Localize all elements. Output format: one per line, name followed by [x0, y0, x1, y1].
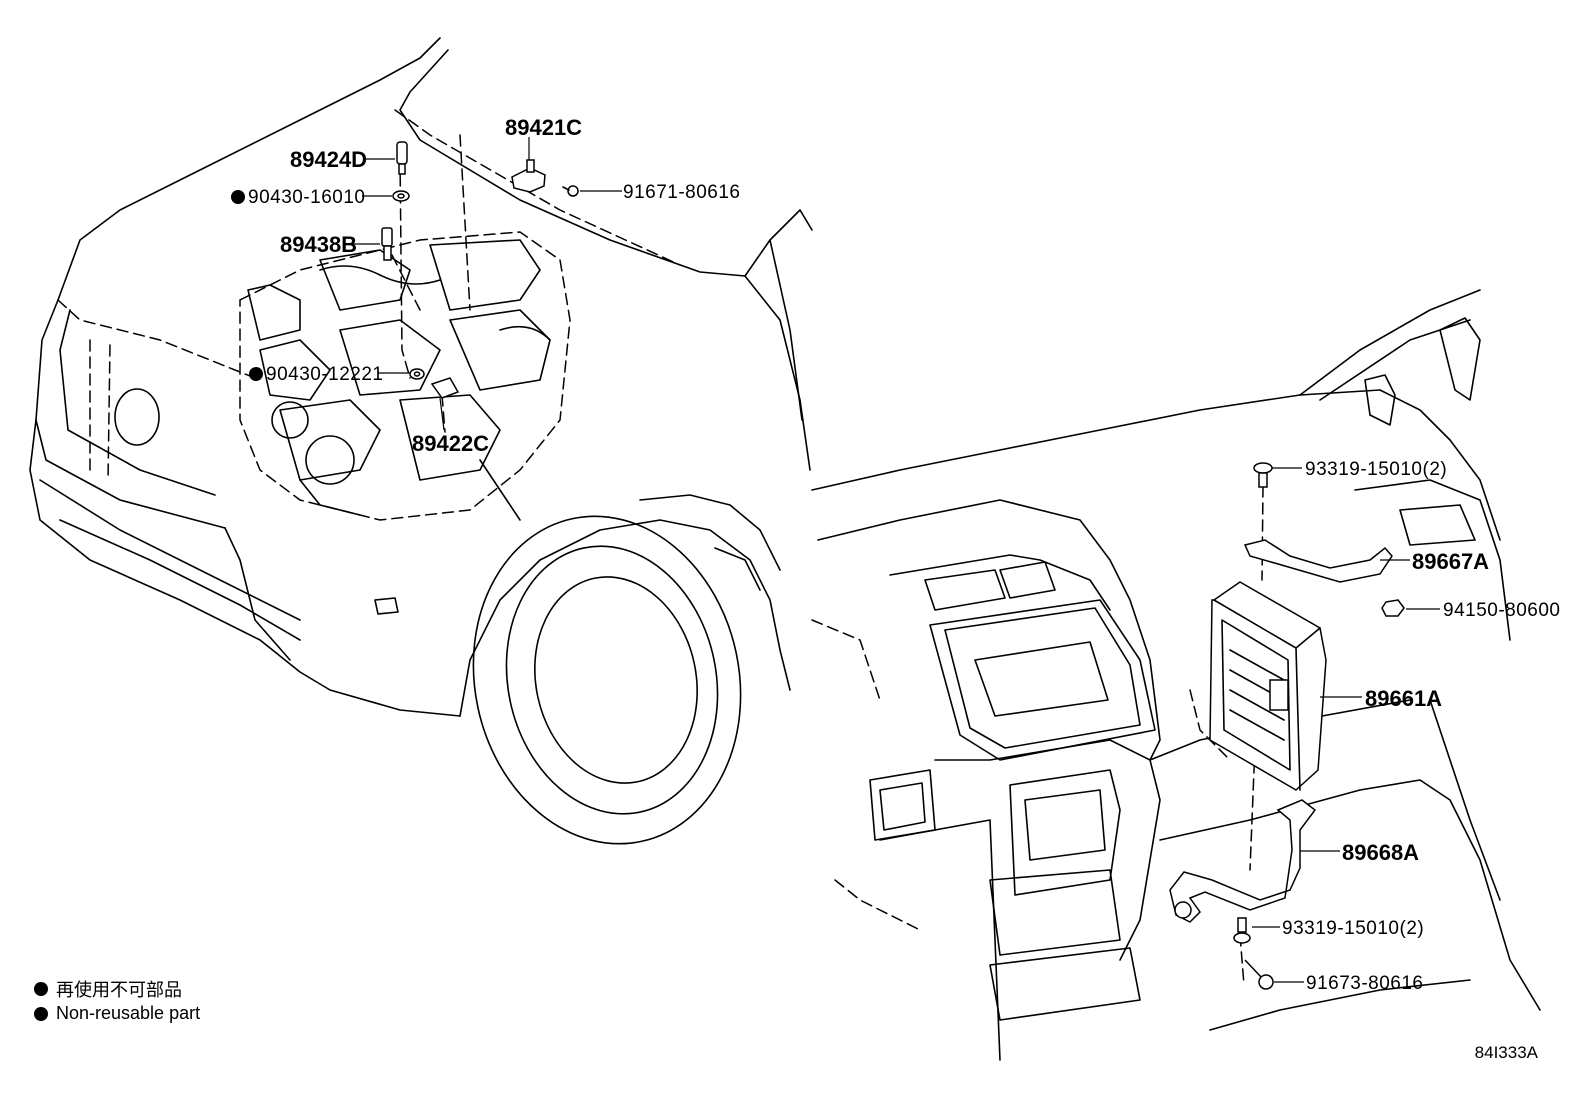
label-89661a: 89661A	[1365, 686, 1442, 711]
bracket-89667a-icon	[1243, 539, 1393, 583]
label-93319-15010-bottom: 93319-15010(2)	[1282, 918, 1424, 939]
legend-text-jp: 再使用不可部品	[56, 979, 182, 1000]
assembly-guide-lines	[391, 134, 1264, 986]
non-reusable-dot-icon	[34, 1006, 48, 1021]
sensor-89421c-icon	[511, 159, 546, 193]
legend-text-en: Non-reusable part	[56, 1003, 201, 1023]
label-91673-80616: 91673-80616	[1306, 973, 1424, 994]
label-90430-12221: 90430-12221	[266, 364, 384, 385]
dashboard-outline	[811, 289, 1541, 1061]
bolt-91673-80616-icon	[1244, 959, 1274, 990]
legend-row-jp: 再使用不可部品	[34, 976, 200, 1001]
label-89422c: 89422C	[412, 431, 489, 456]
non-reusable-marker-icon	[231, 190, 245, 204]
label-91671-80616: 91671-80616	[623, 182, 741, 203]
sensor-89422c-icon	[430, 377, 460, 399]
label-89424d: 89424D	[290, 147, 367, 172]
non-reusable-dot-icon	[34, 981, 48, 996]
label-89438b: 89438B	[280, 232, 357, 257]
bolt-91671-80616-icon	[562, 185, 579, 197]
figure-code: 84I333A	[1474, 1043, 1538, 1062]
label-89421c: 89421C	[505, 115, 582, 140]
non-reusable-marker-icon	[249, 367, 263, 381]
ecu-89661a-icon	[1209, 581, 1327, 791]
washer-90430-16010-icon	[392, 190, 410, 202]
sensor-89424d-icon	[396, 141, 408, 175]
label-89668a: 89668A	[1342, 840, 1419, 865]
bolt-93319-bottom-icon	[1233, 917, 1251, 944]
label-89667a: 89667A	[1412, 549, 1489, 574]
nut-94150-80600-icon	[1381, 599, 1405, 617]
legend-row-en: Non-reusable part	[34, 1001, 200, 1026]
bracket-89668a-icon	[1169, 799, 1317, 923]
leader-lines	[352, 137, 1440, 983]
legend: 再使用不可部品 Non-reusable part	[34, 976, 200, 1026]
label-90430-16010: 90430-16010	[248, 187, 366, 208]
label-94150-80600: 94150-80600	[1443, 600, 1561, 621]
vehicle-front-outline	[29, 37, 813, 845]
bolt-93319-top-icon	[1253, 462, 1273, 488]
engine-assembly	[239, 231, 571, 521]
sensor-89438b-icon	[381, 227, 393, 261]
washer-90430-12221-icon	[409, 368, 425, 380]
label-93319-15010-top: 93319-15010(2)	[1305, 459, 1447, 480]
